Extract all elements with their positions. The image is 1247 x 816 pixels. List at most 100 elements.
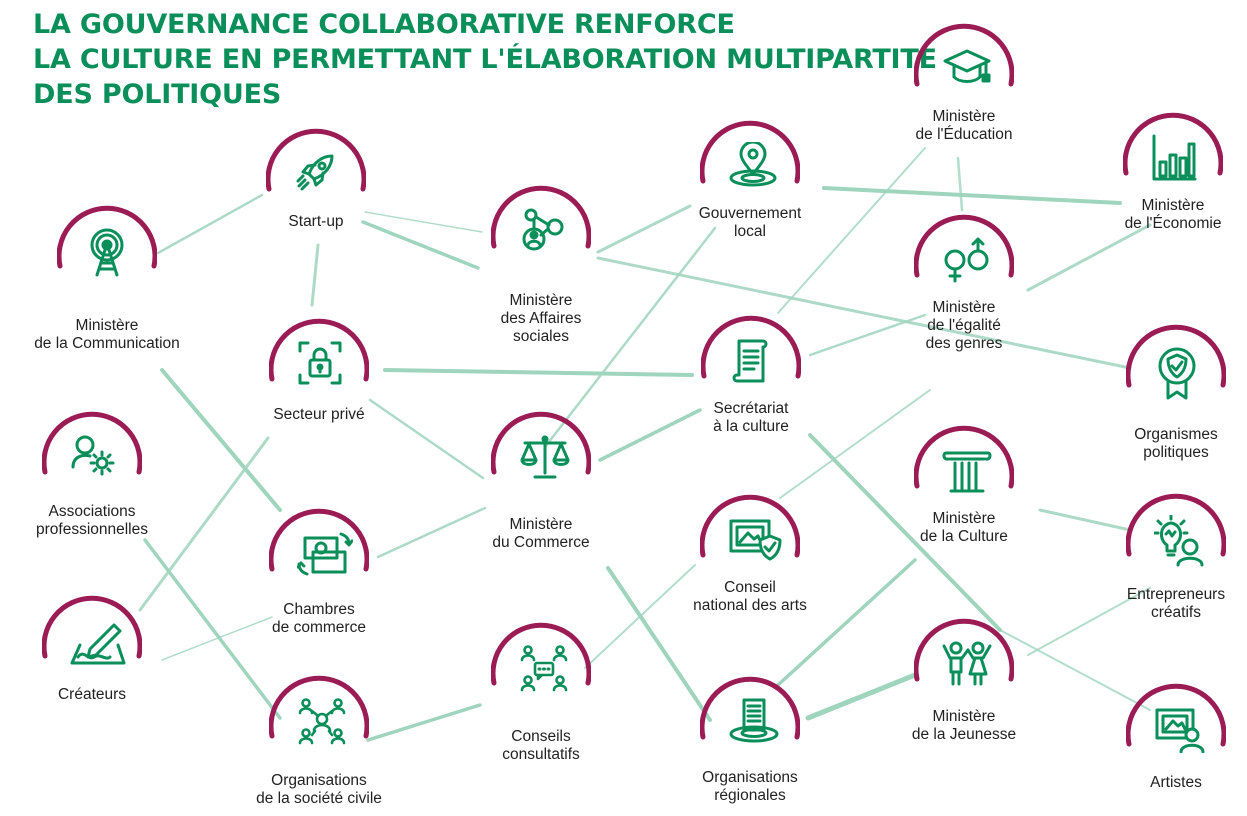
- gender-symbols-icon: [944, 237, 989, 283]
- link: [1038, 508, 1132, 532]
- community-network-icon: [298, 698, 346, 745]
- scroll-document-icon: [732, 339, 768, 383]
- arc-decoration: [269, 318, 369, 382]
- link: [598, 408, 702, 462]
- link: [776, 558, 917, 687]
- bar-chart-icon: [1152, 134, 1197, 181]
- link: [156, 193, 264, 255]
- shield-badge-icon: [1158, 347, 1196, 400]
- arc-decoration: [1126, 493, 1226, 557]
- node-label-line: Ministère: [1141, 197, 1205, 214]
- pencil-drawing-icon: [70, 623, 126, 665]
- location-pin-icon: [729, 142, 777, 187]
- node-label-line: Organisations: [271, 772, 367, 789]
- link: [822, 186, 1122, 205]
- link: [1026, 223, 1152, 292]
- link: [368, 398, 485, 480]
- node-label-line: local: [734, 223, 766, 240]
- node-label: Conseils consultatifs: [441, 728, 641, 764]
- arc-decoration: [42, 595, 142, 659]
- balance-scale-icon: [520, 435, 570, 479]
- node-label-line: Artistes: [1150, 774, 1202, 791]
- node-label-line: créatifs: [1151, 604, 1201, 621]
- node-label-line: de la société civile: [256, 790, 382, 807]
- node-label: Organismes politiques: [1076, 426, 1247, 462]
- title-line-3: DES POLITIQUES: [33, 79, 282, 110]
- link: [383, 368, 694, 377]
- arc-decoration: [57, 205, 157, 269]
- node-label-line: sociales: [513, 328, 569, 345]
- node-label-line: politiques: [1143, 444, 1209, 461]
- node-label-line: Associations: [48, 503, 136, 520]
- arc-decoration: [1123, 112, 1223, 176]
- radio-tower-icon: [90, 228, 124, 277]
- node-label: Organisations régionales: [650, 769, 850, 805]
- node-label-line: des Affaires: [500, 310, 582, 327]
- graduation-cap-icon: [943, 49, 991, 83]
- node-label-line: de l'Éducation: [915, 126, 1013, 143]
- link: [596, 204, 692, 254]
- link: [779, 389, 931, 499]
- node-label-line: consultatifs: [502, 746, 580, 763]
- money-exchange-icon: [297, 532, 353, 576]
- node-label-line: Chambres: [283, 601, 355, 618]
- node-label-line: Ministère: [932, 299, 996, 316]
- node-label-line: Créateurs: [57, 686, 127, 703]
- node-label-line: de la Culture: [920, 528, 1008, 545]
- link: [808, 433, 1002, 632]
- arc-decoration: [700, 120, 800, 184]
- node-label: Créateurs: [0, 686, 192, 704]
- node-label-line: Ministère: [932, 708, 996, 725]
- node-label: Ministère de la Communication: [7, 317, 207, 353]
- node-label: Conseil national des arts: [650, 579, 850, 615]
- arc-decoration: [491, 185, 591, 249]
- arc-decoration: [914, 23, 1014, 87]
- arc-decoration: [266, 128, 366, 192]
- node-label-line: Ministère: [75, 317, 139, 334]
- arc-decoration: [914, 214, 1014, 278]
- arc-decoration: [269, 675, 369, 739]
- lightbulb-person-icon: [1154, 515, 1204, 567]
- person-gear-icon: [71, 435, 115, 476]
- link: [805, 672, 918, 721]
- link: [999, 629, 1151, 711]
- discussion-group-icon: [520, 645, 568, 692]
- link: [584, 564, 696, 669]
- arc-decoration: [914, 618, 1014, 682]
- node-label-line: de commerce: [272, 619, 366, 636]
- arc-decoration: [1126, 683, 1226, 747]
- link: [361, 220, 480, 270]
- link: [160, 368, 282, 512]
- arc-decoration: [701, 315, 801, 379]
- rocket-icon: [296, 154, 334, 191]
- arc-decoration: [269, 508, 369, 572]
- link: [366, 703, 482, 742]
- link: [1027, 587, 1151, 656]
- node-label-line: national des arts: [693, 597, 807, 614]
- node-label: Secteur privé: [219, 406, 419, 424]
- node-label-line: Start-up: [288, 213, 344, 230]
- title-line-2: LA CULTURE EN PERMETTANT L'ÉLABORATION M…: [33, 44, 937, 75]
- arc-decoration: [914, 425, 1014, 489]
- node-label-line: professionnelles: [35, 521, 148, 538]
- arc-decoration: [1126, 324, 1226, 388]
- node-label-line: Conseil: [724, 579, 776, 596]
- node-label: Secrétariat à la culture: [651, 400, 851, 436]
- link: [777, 147, 926, 314]
- link: [161, 616, 273, 661]
- node-label-line: Secrétariat: [713, 400, 789, 417]
- framed-art-shield-icon: [729, 519, 782, 561]
- node-label: Ministère de l'Éducation: [864, 108, 1064, 144]
- node-label: Ministère de la Jeunesse: [864, 708, 1064, 744]
- link: [143, 538, 282, 720]
- arc-decoration: [700, 676, 800, 740]
- link: [543, 226, 717, 449]
- link: [606, 566, 712, 722]
- node-label: Ministère de la Culture: [864, 510, 1064, 546]
- document-platform-icon: [729, 698, 779, 743]
- node-label-line: de la Jeunesse: [911, 726, 1017, 743]
- people-network-icon: [522, 208, 564, 251]
- column-icon: [942, 451, 992, 493]
- node-label-line: de l'égalité: [927, 317, 1001, 334]
